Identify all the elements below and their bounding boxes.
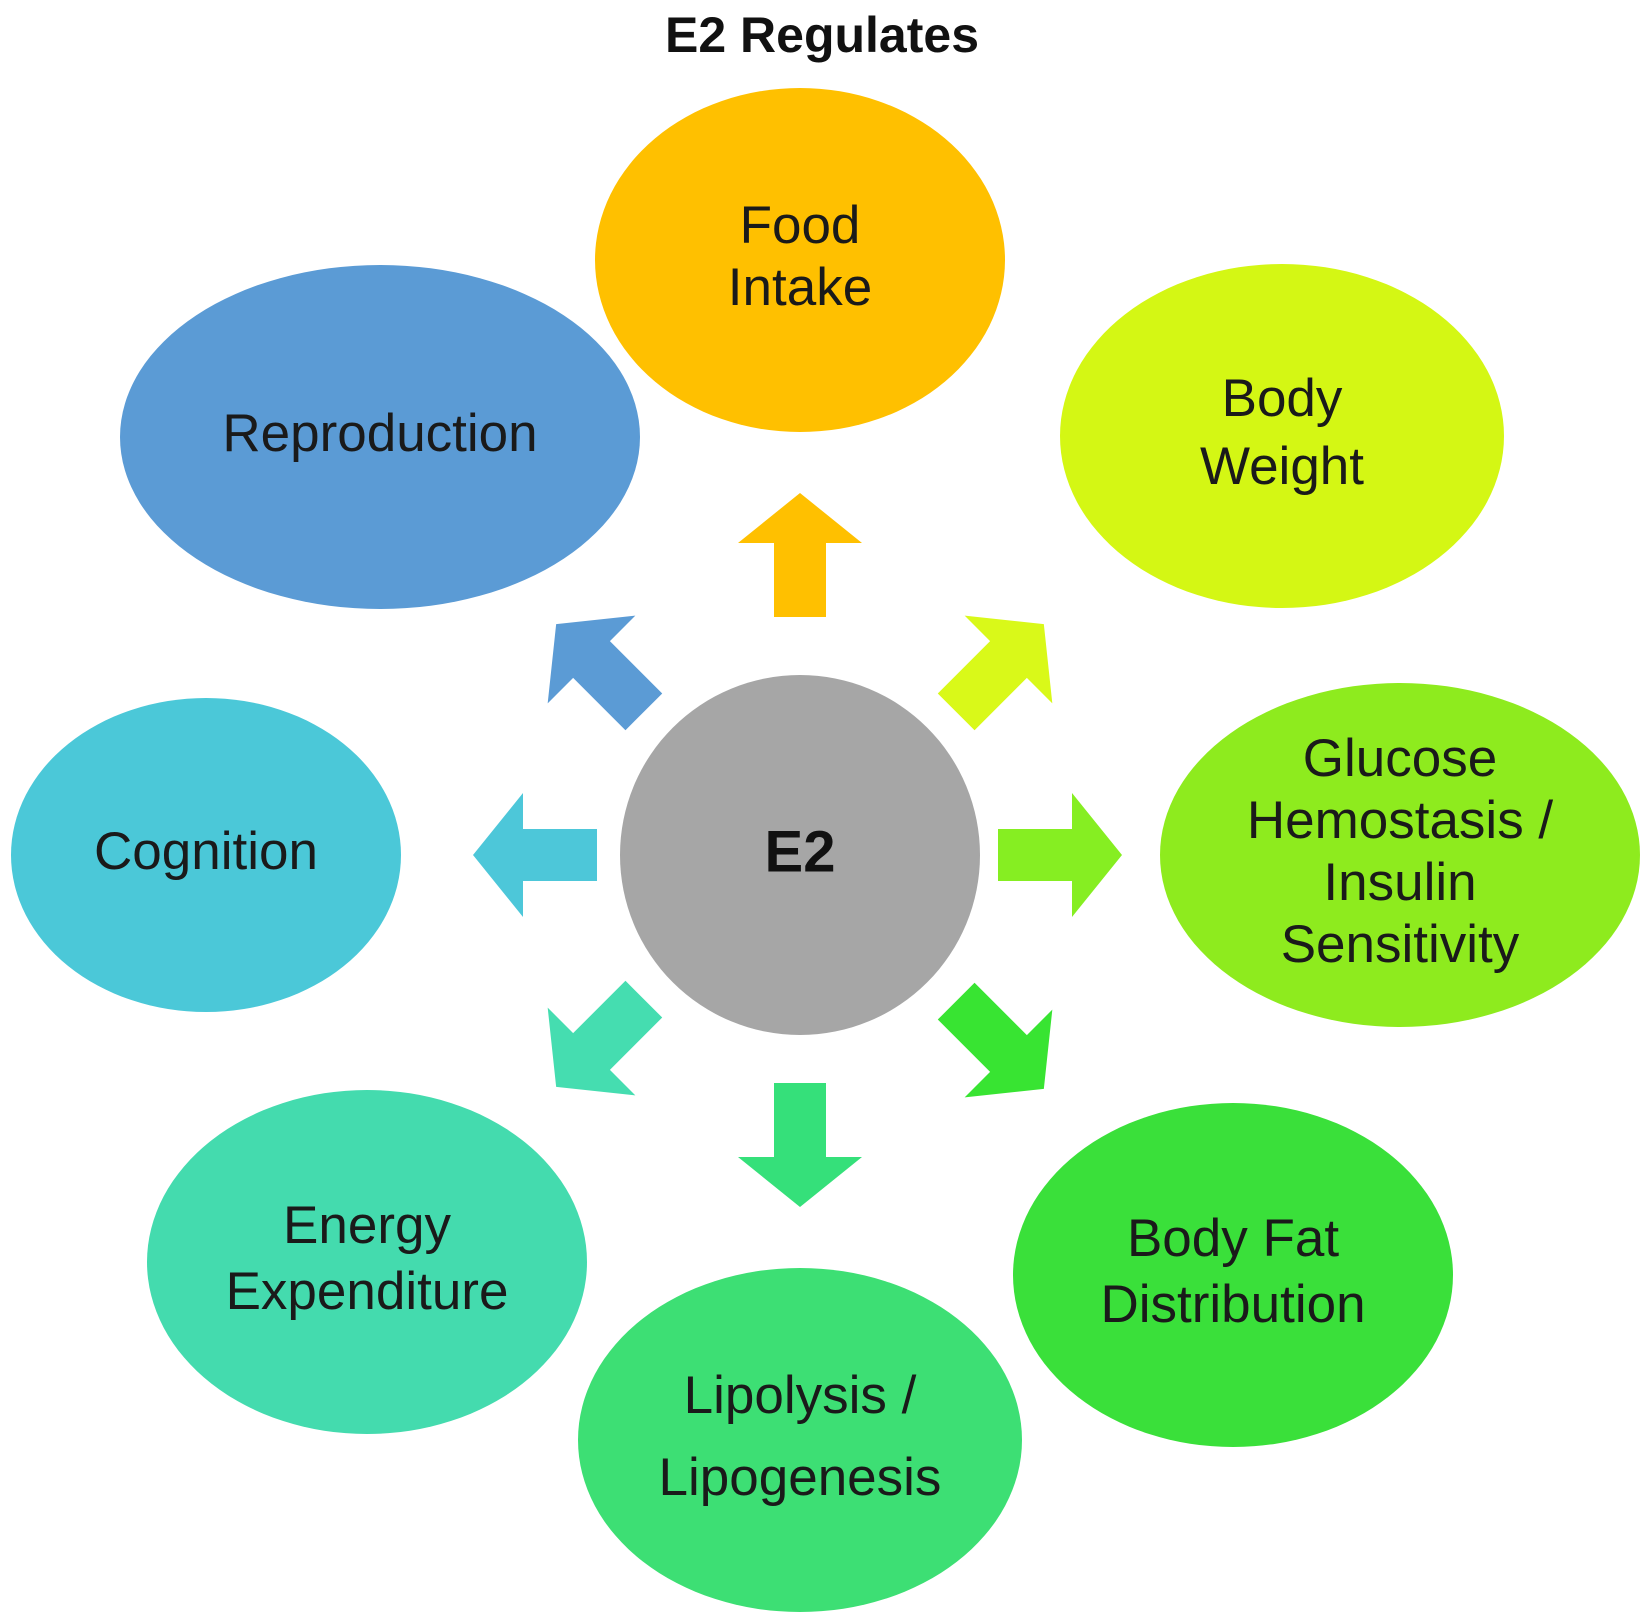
node-body-fat-distribution-ellipse — [1013, 1103, 1453, 1447]
node-food-intake-ellipse — [595, 88, 1005, 432]
node-cognition-ellipse — [11, 698, 401, 1012]
node-reproduction-label-line: Reproduction — [222, 404, 537, 463]
node-glucose-hemostasis-ellipse — [1160, 683, 1640, 1027]
node-reproduction: Reproduction — [120, 265, 640, 609]
node-lipolysis-lipogenesis-label-line: Lipogenesis — [659, 1448, 942, 1507]
arrow-to-body-fat-distribution — [937, 982, 1053, 1098]
node-glucose-hemostasis-label-line: Glucose — [1303, 729, 1497, 788]
node-reproduction-ellipse — [120, 265, 640, 609]
node-body-fat-distribution-label-line: Body Fat — [1127, 1209, 1339, 1268]
node-food-intake-label-line: Food — [740, 196, 861, 255]
node-food-intake-label-line: Intake — [728, 258, 872, 317]
node-glucose-hemostasis-label-line: Insulin — [1323, 853, 1476, 912]
arrow-to-body-weight — [937, 615, 1053, 731]
arrow-to-glucose-hemostasis — [998, 793, 1122, 917]
node-body-fat-distribution-label-line: Distribution — [1100, 1275, 1365, 1334]
node-energy-expenditure-ellipse — [147, 1090, 587, 1434]
diagram-title: E2 Regulates — [664, 7, 979, 63]
arrow-to-reproduction — [547, 615, 663, 731]
node-lipolysis-lipogenesis: Lipolysis / Lipogenesis — [578, 1268, 1022, 1612]
center-layer: E2 — [620, 675, 980, 1035]
node-energy-expenditure-label-line: Energy — [283, 1196, 451, 1255]
node-energy-expenditure-label-line: Expenditure — [226, 1262, 509, 1321]
node-cognition-label-line: Cognition — [94, 822, 318, 881]
arrow-to-cognition — [473, 793, 597, 917]
node-glucose-hemostasis-label-line: Hemostasis / — [1247, 791, 1554, 850]
center-node-circle — [620, 675, 980, 1035]
arrow-to-lipolysis-lipogenesis — [738, 1083, 862, 1207]
node-cognition: Cognition — [11, 698, 401, 1012]
arrow-to-energy-expenditure — [547, 980, 663, 1096]
center-node-label: E2 — [765, 819, 836, 884]
arrow-layer — [473, 493, 1122, 1207]
node-glucose-hemostasis-label-line: Sensitivity — [1281, 915, 1520, 974]
node-lipolysis-lipogenesis-label-line: Lipolysis / — [684, 1366, 917, 1425]
node-body-weight-ellipse — [1060, 264, 1504, 608]
arrow-to-food-intake — [738, 493, 862, 617]
node-lipolysis-lipogenesis-ellipse — [578, 1268, 1022, 1612]
node-body-weight-label-line: Body — [1222, 369, 1343, 428]
node-body-weight-label-line: Weight — [1200, 437, 1364, 496]
